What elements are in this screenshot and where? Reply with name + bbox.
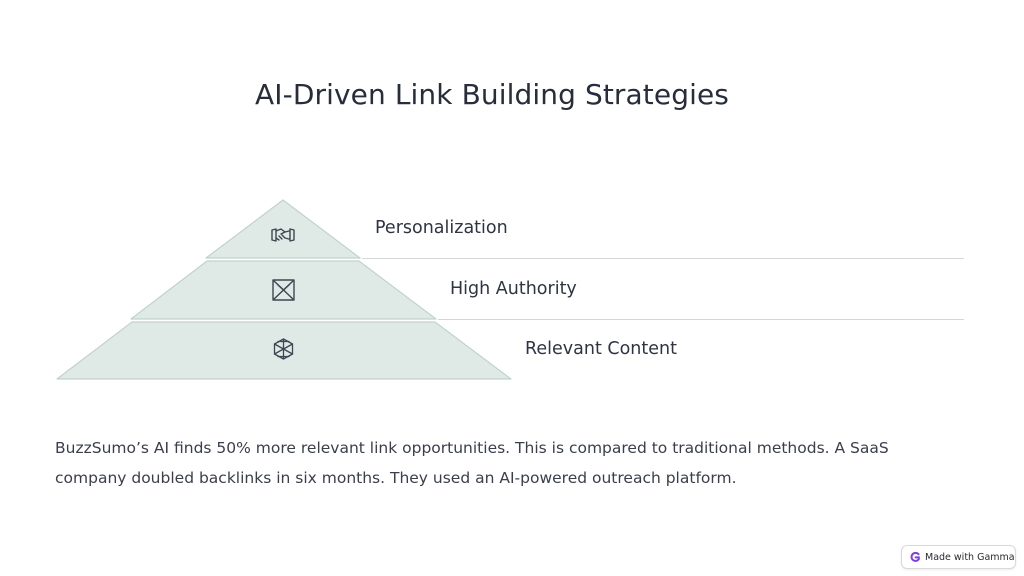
badge-label: Made with Gamma — [925, 551, 1015, 563]
tier-divider — [362, 258, 964, 259]
envelope-icon — [272, 279, 295, 301]
tier-label-high-authority: High Authority — [450, 279, 577, 299]
pyramid-tier-relevant-content — [56, 321, 512, 380]
handshake-icon — [271, 228, 295, 242]
pyramid-tier-shape — [205, 199, 361, 259]
slide-title: AI-Driven Link Building Strategies — [255, 78, 729, 111]
hexagon-icon — [273, 338, 294, 360]
tier-label-personalization: Personalization — [375, 218, 508, 238]
tier-label-relevant-content: Relevant Content — [525, 339, 677, 359]
made-with-gamma-badge[interactable]: Made with Gamma — [901, 545, 1016, 569]
slide-body-text: BuzzSumo’s AI finds 50% more relevant li… — [55, 439, 889, 487]
tier-divider — [438, 319, 964, 320]
pyramid-diagram — [56, 199, 512, 380]
pyramid-tier-personalization — [205, 199, 361, 259]
pyramid-tier-high-authority — [130, 260, 437, 320]
gamma-logo-icon — [910, 551, 920, 562]
